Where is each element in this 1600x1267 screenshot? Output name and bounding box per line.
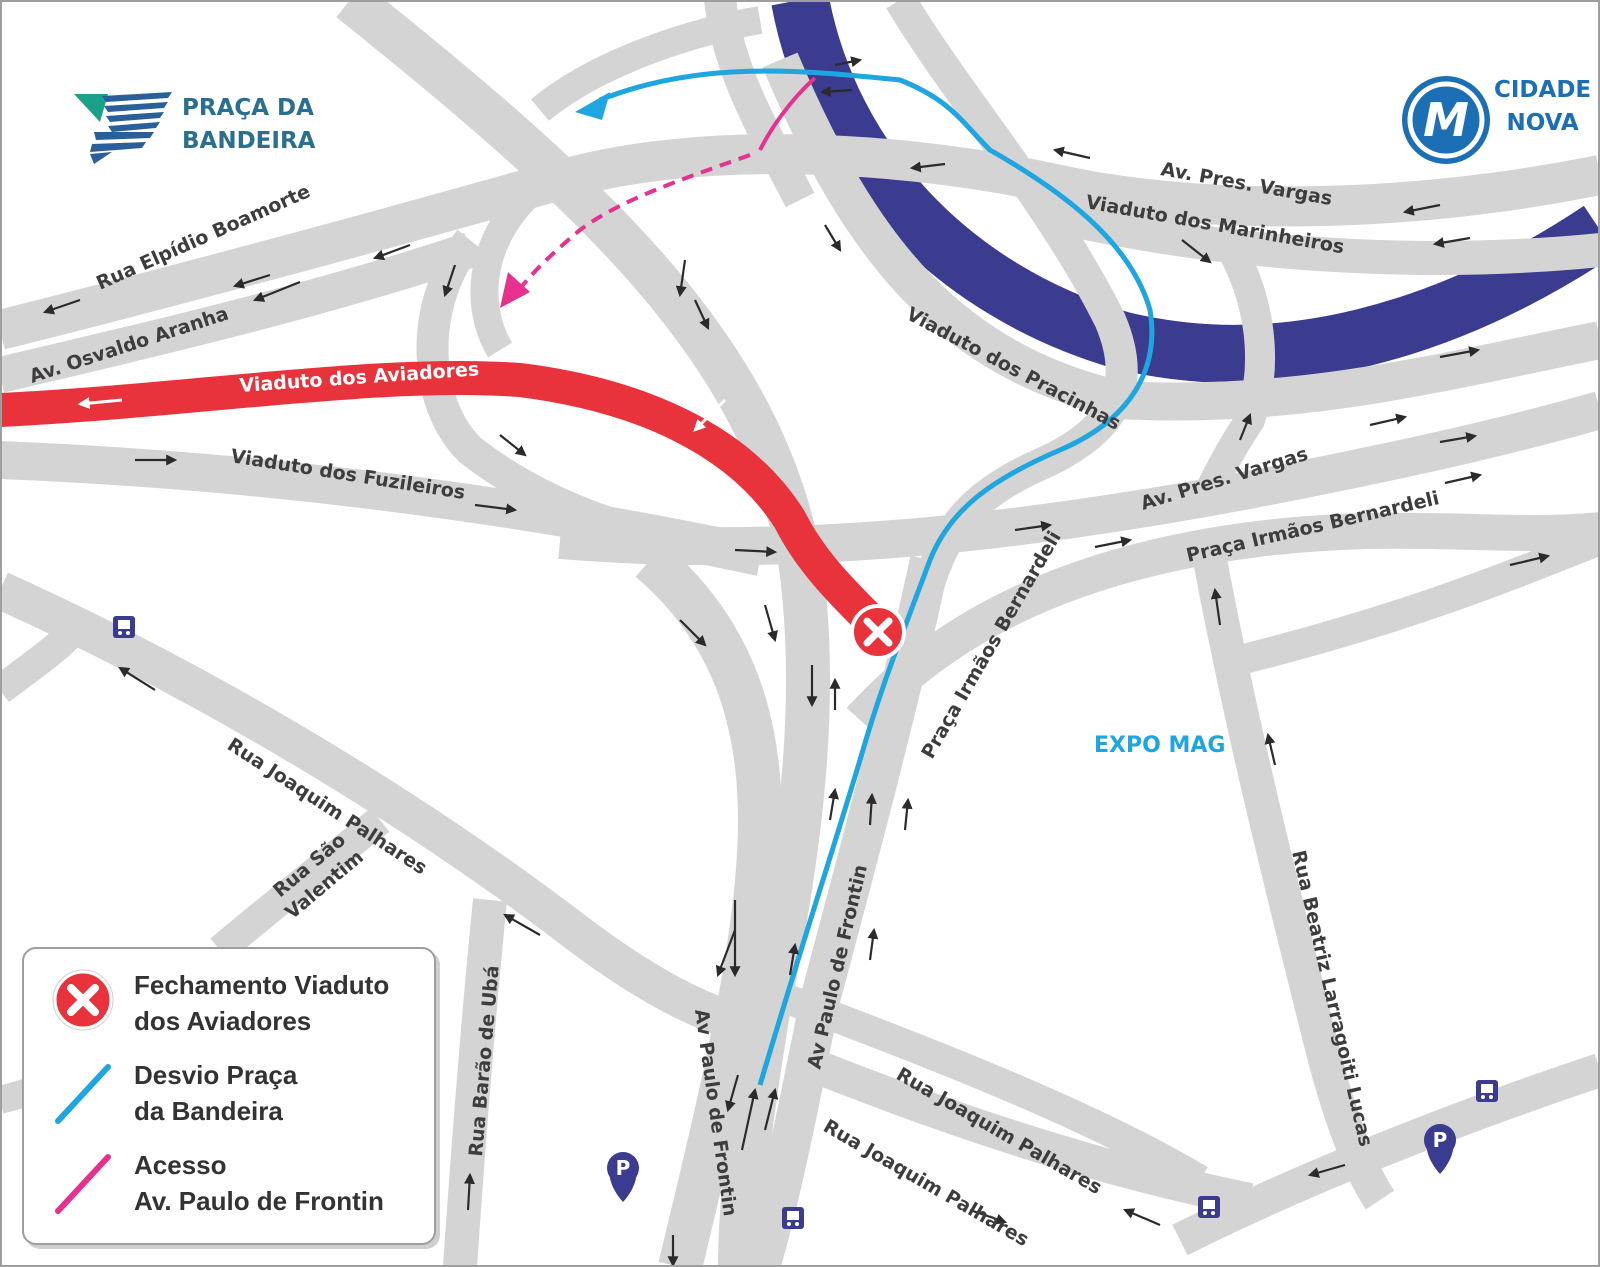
praca-da-bandeira-title: PRAÇA DA BANDEIRA (182, 92, 315, 158)
bus-stop-icon (113, 616, 135, 638)
detour-line-icon (55, 1064, 111, 1124)
traffic-arrows (42, 56, 1551, 1267)
praca-da-bandeira-logo: PRAÇA DA BANDEIRA (72, 88, 352, 178)
map-legend: Fechamento Viaduto dos Aviadores Desvio … (22, 947, 436, 1245)
legend-label-closure: Fechamento Viaduto dos Aviadores (134, 970, 390, 1036)
closure-marker-icon (850, 604, 906, 660)
bus-stop-icon (1476, 1080, 1498, 1102)
cidade-nova-title: CIDADE NOVA (1494, 74, 1591, 140)
detour-route (599, 68, 1155, 1086)
bus-stop-icon (782, 1207, 804, 1229)
cidade-nova-logo: M CIDADE NOVA (1400, 74, 1600, 164)
closure-x-icon (52, 969, 114, 1031)
access-route (758, 76, 817, 151)
parking-letter: P (1433, 1128, 1448, 1152)
expo-mag-label: EXPO MAG (1094, 733, 1226, 758)
parking-icon: P (1424, 1124, 1456, 1174)
metro-logo-icon: M (1402, 76, 1490, 164)
parking-icon: P (607, 1152, 639, 1202)
praca-da-bandeira-line2: BANDEIRA (182, 128, 316, 154)
cidade-nova-line2: NOVA (1506, 110, 1579, 136)
access-line-icon (55, 1154, 111, 1214)
legend-item-access: Acesso Av. Paulo de Frontin (24, 1143, 434, 1231)
bus-stop-icon (1198, 1196, 1220, 1218)
praca-da-bandeira-logo-icon (74, 92, 172, 164)
metro-letter: M (1423, 93, 1469, 147)
closed-viaduct (0, 360, 883, 633)
parking-letter: P (616, 1156, 631, 1180)
praca-da-bandeira-line1: PRAÇA DA (182, 95, 314, 121)
access-route-dashed (513, 153, 751, 297)
legend-label-detour: Desvio Praça da Bandeira (134, 1060, 298, 1126)
legend-item-closure: Fechamento Viaduto dos Aviadores (24, 963, 434, 1051)
legend-label-access: Acesso Av. Paulo de Frontin (134, 1150, 384, 1216)
cidade-nova-line1: CIDADE (1494, 77, 1592, 103)
legend-item-detour: Desvio Praça da Bandeira (24, 1053, 434, 1141)
detour-arrow (575, 92, 610, 120)
access-arrow (500, 272, 530, 308)
